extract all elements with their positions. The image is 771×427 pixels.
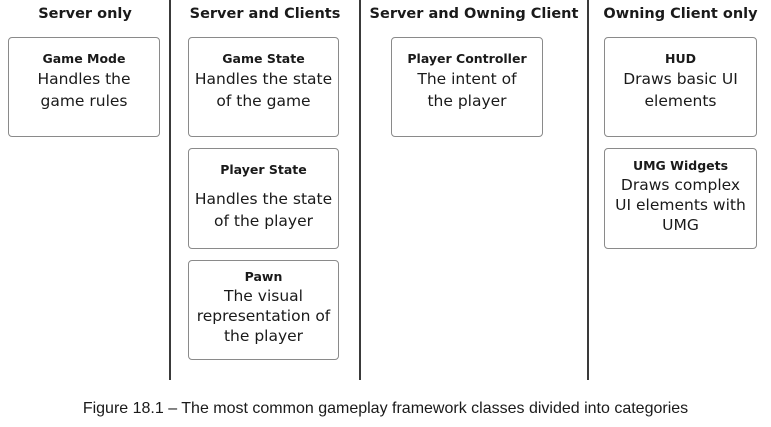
card-description: The intent of the player: [417, 70, 517, 110]
class-card-player-state: Player State Handles the state of the pl…: [188, 148, 339, 249]
card-description: Handles the game rules: [37, 70, 131, 110]
class-card-player-controller: Player Controller The intent of the play…: [391, 37, 543, 137]
class-card-game-state: Game State Handles the state of the game: [188, 37, 339, 137]
card-title: Player State: [220, 162, 307, 177]
card-description: Handles the state of the game: [194, 70, 333, 110]
card-description: Draws complex UI elements with UMG: [615, 176, 746, 234]
class-card-pawn: Pawn The visual representation of the pl…: [188, 260, 339, 360]
column-header-server-and-owning-client: Server and Owning Client: [369, 6, 579, 22]
column-header-owning-client-only: Owning Client only: [603, 6, 758, 22]
card-title: HUD: [665, 51, 696, 66]
figure-caption: Figure 18.1 – The most common gameplay f…: [82, 400, 689, 417]
column-divider: [587, 0, 589, 380]
class-card-umg-widgets: UMG Widgets Draws complex UI elements wi…: [604, 148, 757, 249]
card-description: Handles the state of the player: [194, 190, 333, 230]
card-title: Game State: [222, 51, 305, 66]
class-card-game-mode: Game Mode Handles the game rules: [8, 37, 160, 137]
column-divider: [359, 0, 361, 380]
column-header-server-only: Server only: [38, 6, 132, 22]
column-header-server-and-clients: Server and Clients: [189, 6, 341, 22]
card-title: Player Controller: [407, 51, 527, 66]
column-divider: [169, 0, 171, 380]
card-title: Pawn: [244, 269, 283, 284]
card-title: UMG Widgets: [632, 158, 729, 173]
card-title: Game Mode: [42, 51, 126, 66]
class-card-hud: HUD Draws basic UI elements: [604, 37, 757, 137]
card-description: The visual representation of the player: [196, 287, 331, 345]
card-description: Draws basic UI elements: [623, 70, 738, 110]
